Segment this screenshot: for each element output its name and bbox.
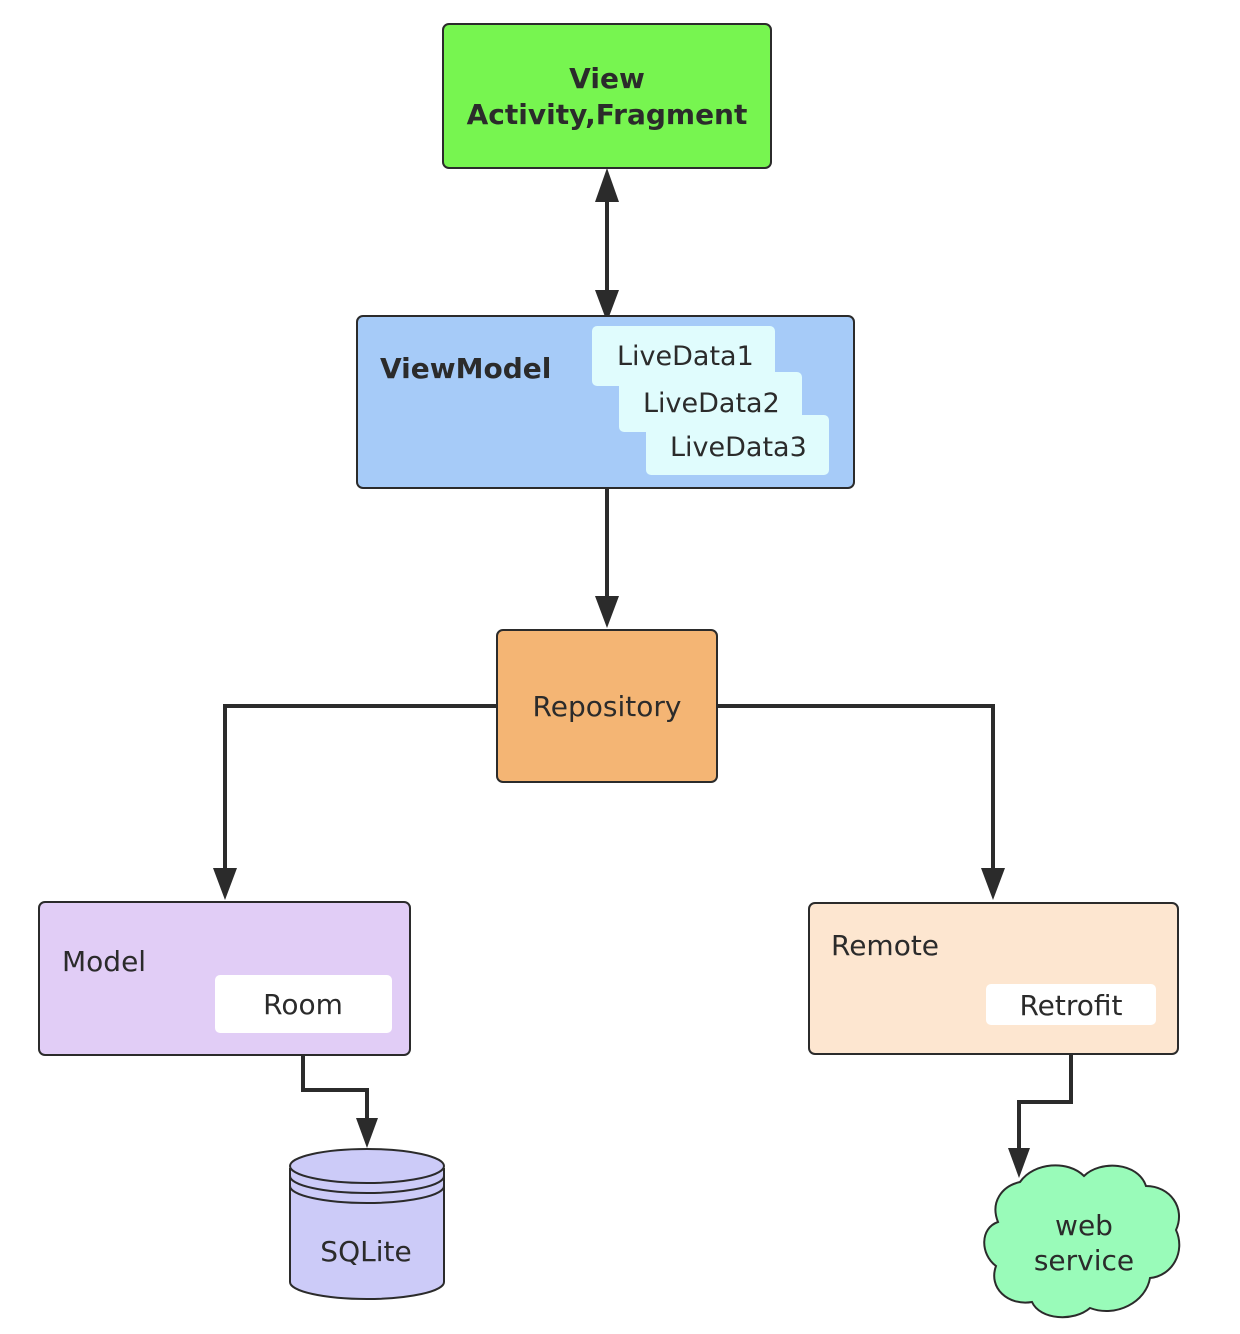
- retrofit-label: Retrofit: [1019, 989, 1122, 1022]
- cloud-icon: [983, 1164, 1181, 1319]
- repository-title: Repository: [533, 690, 682, 723]
- webservice-label-line1: web: [1055, 1209, 1113, 1242]
- edge-repository-remote: [717, 704, 995, 870]
- webservice-node: web service: [983, 1164, 1181, 1319]
- arrowhead-down-repository: [595, 596, 619, 628]
- sqlite-cylinder-ring2: [289, 1185, 445, 1204]
- sqlite-label: SQLite: [320, 1235, 411, 1268]
- room-card: [215, 975, 392, 1033]
- remote-box: [808, 902, 1179, 1055]
- livedata1-card: [592, 326, 775, 386]
- livedata1-label: LiveData1: [617, 341, 754, 372]
- arrowhead-up-view: [595, 168, 619, 202]
- repository-box: [496, 629, 718, 783]
- sqlite-cylinder-top: [289, 1148, 445, 1184]
- sqlite-cylinder-ring1: [289, 1175, 445, 1194]
- viewmodel-node: ViewModel LiveData1 LiveData2 LiveData3: [356, 315, 855, 489]
- room-label: Room: [263, 988, 343, 1021]
- model-node: Model Room: [38, 901, 411, 1056]
- arrowhead-down-model: [213, 868, 237, 900]
- remote-title: Remote: [831, 929, 939, 962]
- view-title: View: [569, 62, 645, 95]
- view-node: View Activity,Fragment: [442, 23, 772, 169]
- sqlite-node: SQLite: [289, 1148, 445, 1300]
- arrowhead-down-viewmodel: [595, 290, 619, 322]
- view-subtitle: Activity,Fragment: [467, 98, 748, 131]
- arrowhead-down-sqlite: [356, 1118, 378, 1148]
- retrofit-card: [986, 984, 1156, 1025]
- edge-retrofit-webservice: [1017, 1025, 1073, 1150]
- edge-repository-model: [223, 704, 497, 870]
- livedata3-label: LiveData3: [670, 432, 807, 463]
- view-box: [442, 23, 772, 169]
- repository-node: Repository: [496, 629, 718, 783]
- livedata3-card: [646, 415, 829, 475]
- remote-node: Remote Retrofit: [808, 902, 1179, 1055]
- livedata2-label: LiveData2: [643, 388, 780, 419]
- viewmodel-title: ViewModel: [380, 352, 551, 385]
- arrowhead-down-remote: [981, 868, 1005, 900]
- webservice-label-line2: service: [1034, 1244, 1134, 1277]
- connectors: [213, 168, 1073, 1178]
- model-title: Model: [62, 945, 146, 978]
- edge-room-sqlite: [301, 1033, 369, 1120]
- arrowhead-down-webservice: [1008, 1148, 1030, 1178]
